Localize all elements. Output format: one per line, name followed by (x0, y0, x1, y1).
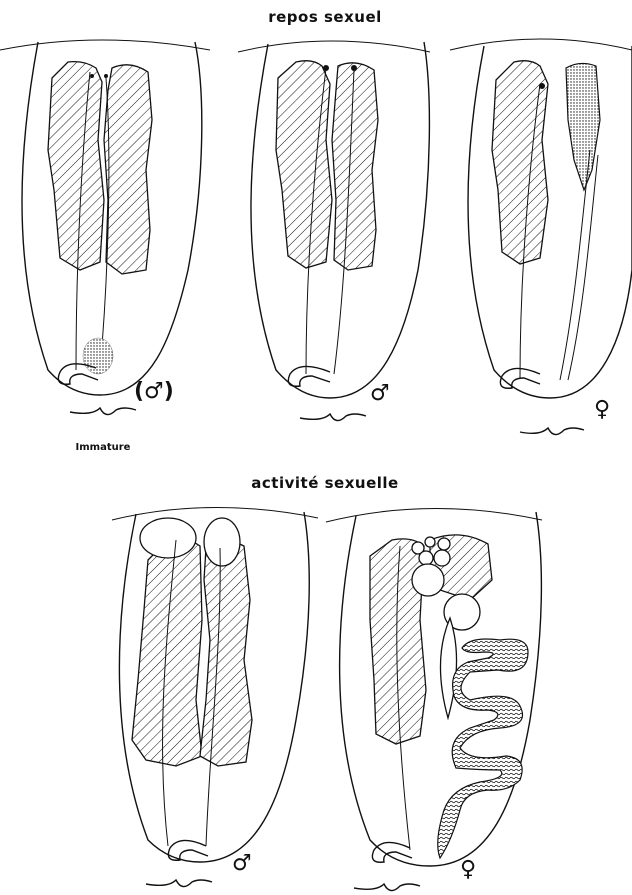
cross-section-icon (520, 428, 584, 435)
sex-symbol-active-male: ♂ (232, 851, 252, 876)
title-repos-sexuel: repos sexuel (268, 8, 382, 26)
spindle-egg (440, 618, 456, 718)
ovary-stippled (566, 63, 600, 190)
panel-active-female: ♀ (326, 508, 542, 890)
duct-origin-dot (104, 74, 108, 78)
right-gonad (200, 541, 252, 766)
duct-origin-dot (90, 74, 94, 78)
caption-immature: Immature (76, 442, 131, 453)
body-wall-line (0, 40, 210, 50)
right-gonad (332, 63, 378, 270)
panel-active-male: ♂ (112, 507, 318, 886)
panel-resting-female: ♀ (450, 39, 632, 435)
duct-origin-dot (351, 65, 357, 71)
body-wall-line (326, 508, 542, 522)
cross-section-icon (354, 884, 420, 891)
oocyte (438, 538, 450, 550)
duct-origin-dot (323, 65, 329, 71)
right-gonad (104, 65, 152, 274)
duct-origin-dot (539, 83, 545, 89)
oocyte (412, 564, 444, 596)
panel-immature-male: (♂) Immature (0, 40, 210, 453)
panel-resting-male: ♂ (238, 41, 430, 421)
sex-symbol-female: ♀ (594, 397, 610, 422)
oocyte (419, 551, 433, 565)
oocyte (434, 550, 450, 566)
anal-hook (288, 366, 330, 386)
anal-hook (58, 364, 98, 384)
body-wall-line (450, 39, 632, 50)
cross-section-icon (70, 408, 136, 415)
oocyte (425, 537, 435, 547)
body-wall-line (112, 507, 318, 520)
left-gonad (48, 62, 104, 270)
sex-symbol-active-female: ♀ (460, 857, 476, 882)
gonad (492, 61, 548, 264)
cross-section-icon (300, 414, 366, 421)
seminal-vesicle-right (204, 518, 240, 566)
body-outline (468, 46, 632, 398)
genital-primordium-stippled (83, 338, 113, 374)
anal-hook (372, 842, 412, 862)
seminal-vesicle-left (140, 518, 196, 558)
sex-symbol-immature-male: (♂) (134, 379, 174, 404)
cross-section-icon (146, 880, 212, 887)
sex-symbol-male: ♂ (370, 381, 390, 406)
left-gonad (132, 539, 202, 766)
title-activite-sexuelle: activité sexuelle (251, 474, 398, 492)
